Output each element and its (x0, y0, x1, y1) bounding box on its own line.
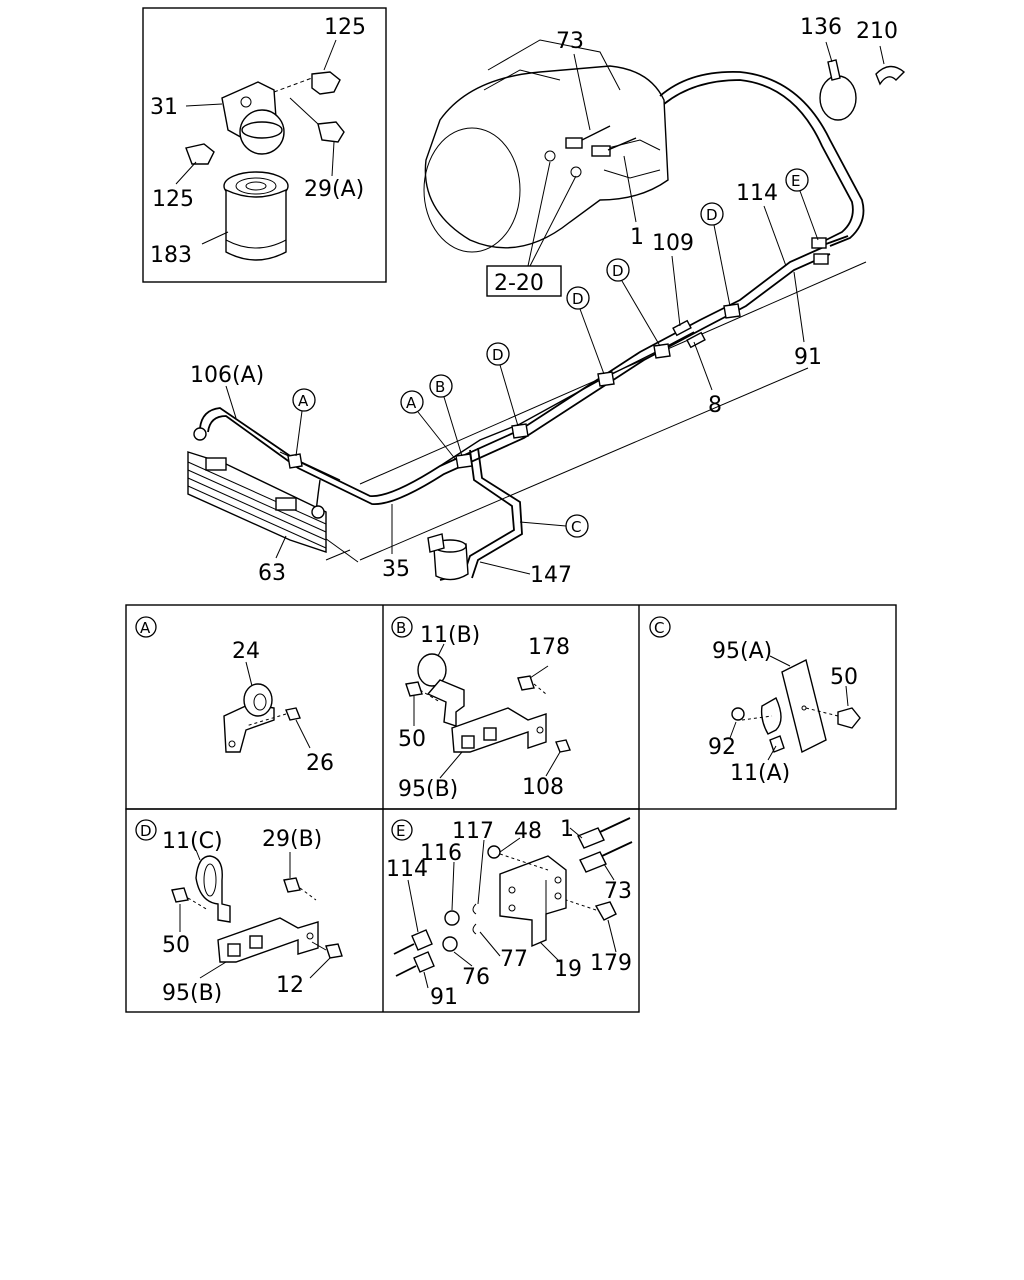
detail-e: E (386, 817, 633, 1010)
detail-a-tag: A (140, 619, 151, 637)
label-11a: 11(A) (730, 761, 790, 786)
label-178: 178 (528, 635, 570, 660)
label-91: 91 (794, 345, 822, 370)
label-26: 26 (306, 751, 334, 776)
label-147: 147 (530, 563, 572, 588)
label-106a: 106(A) (190, 363, 264, 388)
label-12: 12 (276, 973, 304, 998)
label-114-e: 114 (386, 857, 428, 882)
label-50-d: 50 (162, 933, 190, 958)
label-50-c: 50 (830, 665, 858, 690)
label-95b-b: 95(B) (398, 777, 458, 802)
callout-c: C (571, 518, 581, 536)
detail-a: A 24 26 (135, 616, 334, 776)
label-11c: 11(C) (162, 829, 223, 854)
detail-b: B 11(B) 178 50 95(B) 108 (391, 616, 571, 802)
label-1: 1 (630, 225, 644, 250)
callout-b: B (435, 378, 445, 396)
inset-filter-head: 125 31 125 29(A) 183 (142, 7, 387, 283)
label-50-b: 50 (398, 727, 426, 752)
label-109: 109 (652, 231, 694, 256)
callout-a-1: A (298, 392, 309, 410)
label-125-upper: 125 (324, 15, 366, 40)
label-2-20: 2-20 (494, 271, 544, 296)
main-assembly: 2-20 73 1 136 210 (187, 15, 906, 588)
callout-d-4: D (706, 206, 718, 224)
detail-grid (125, 604, 897, 1013)
label-92: 92 (708, 735, 736, 760)
label-114: 114 (736, 181, 778, 206)
label-77: 77 (500, 947, 528, 972)
label-1-e: 1 (560, 817, 574, 842)
label-117: 117 (452, 819, 494, 844)
detail-b-tag: B (396, 619, 406, 637)
label-29a: 29(A) (304, 177, 364, 202)
detail-c-tag: C (654, 619, 664, 637)
label-91-e: 91 (430, 985, 458, 1010)
label-35: 35 (382, 557, 410, 582)
label-108: 108 (522, 775, 564, 800)
label-24: 24 (232, 639, 260, 664)
label-63: 63 (258, 561, 286, 586)
detail-d-tag: D (140, 822, 152, 840)
label-19: 19 (554, 957, 582, 982)
callout-d-3: D (612, 262, 624, 280)
label-29b: 29(B) (262, 827, 322, 852)
label-136: 136 (800, 15, 842, 40)
label-125-lower: 125 (152, 187, 194, 212)
label-73-e: 73 (604, 879, 632, 904)
callout-a-2: A (406, 394, 417, 412)
label-73: 73 (556, 29, 584, 54)
detail-e-tag: E (396, 822, 405, 840)
label-11b: 11(B) (420, 623, 480, 648)
label-48: 48 (514, 819, 542, 844)
label-179: 179 (590, 951, 632, 976)
label-31: 31 (150, 95, 178, 120)
label-95a: 95(A) (712, 639, 772, 664)
callout-d-2: D (572, 290, 584, 308)
label-8: 8 (708, 393, 722, 418)
detail-c: C 95(A) 50 92 11(A) (649, 616, 861, 786)
label-95b-d: 95(B) (162, 981, 222, 1006)
callout-d-1: D (492, 346, 504, 364)
label-116: 116 (420, 841, 462, 866)
label-183: 183 (150, 243, 192, 268)
label-76: 76 (462, 965, 490, 990)
detail-d: D 11(C) 29(B) 50 95(B) 12 (135, 819, 343, 1006)
label-210: 210 (856, 19, 898, 44)
callout-e: E (791, 172, 800, 190)
